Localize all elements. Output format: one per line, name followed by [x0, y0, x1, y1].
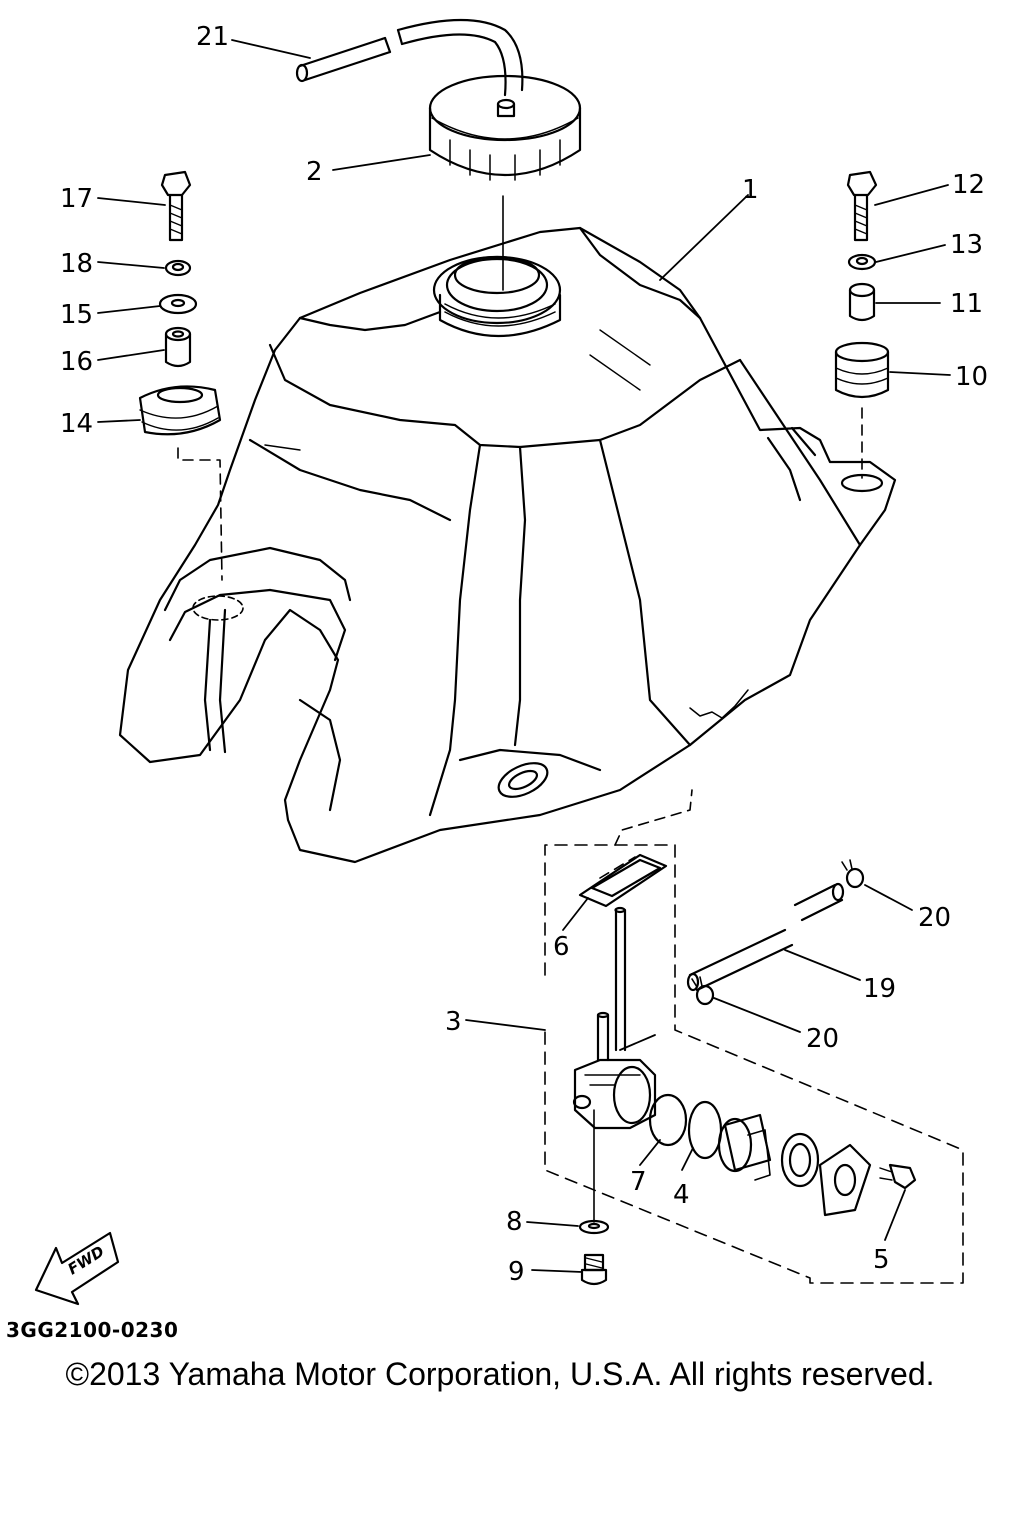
callout-1: 1 [742, 175, 759, 205]
washer-8 [578, 1219, 610, 1235]
callout-labels: 21 2 1 17 18 15 16 14 12 13 11 10 3 6 7 … [60, 22, 988, 1287]
callout-11: 11 [950, 289, 983, 319]
fwd-arrow-icon [34, 1231, 120, 1306]
fuel-cap [428, 74, 582, 291]
callout-13: 13 [950, 230, 983, 260]
clip-20-upper [841, 859, 865, 889]
bolt-12 [846, 170, 878, 242]
callout-9: 9 [508, 1257, 525, 1287]
callout-15: 15 [60, 300, 93, 330]
callout-19: 19 [863, 974, 896, 1004]
fuel-tank [118, 226, 897, 864]
screw-9 [580, 1253, 608, 1286]
clip-20-lower [691, 976, 715, 1006]
callout-12: 12 [952, 170, 985, 200]
breather-hose [295, 18, 524, 97]
callout-8: 8 [506, 1207, 523, 1237]
washer-13 [847, 253, 877, 271]
callout-20-upper: 20 [918, 903, 951, 933]
diagram-part-code: 3GG2100-0230 [6, 1318, 179, 1342]
bolt-17 [160, 170, 192, 242]
callout-3: 3 [445, 1007, 462, 1037]
collar-16 [164, 326, 192, 368]
fuel-cock-assembly [544, 789, 964, 1284]
collar-11 [848, 282, 876, 322]
callout-18: 18 [60, 249, 93, 279]
fuel-hose-19 [686, 882, 845, 992]
callout-20-lower: 20 [806, 1024, 839, 1054]
grommet-10 [834, 341, 890, 479]
leader-lines [97, 39, 951, 1273]
callout-21: 21 [196, 22, 229, 52]
callout-4: 4 [673, 1180, 690, 1210]
callout-10: 10 [955, 362, 988, 392]
callout-17: 17 [60, 184, 93, 214]
grommet-14 [138, 385, 223, 581]
exploded-parts-diagram: FWD 21 2 1 17 18 15 16 14 12 13 11 10 3 … [34, 18, 988, 1306]
callout-6: 6 [553, 932, 570, 962]
callout-7: 7 [630, 1167, 647, 1197]
callout-2: 2 [306, 157, 323, 187]
callout-14: 14 [60, 409, 93, 439]
callout-16: 16 [60, 347, 93, 377]
washer-18 [164, 259, 192, 277]
copyright-notice: ©2013 Yamaha Motor Corporation, U.S.A. A… [65, 1356, 935, 1392]
washer-15 [158, 293, 198, 315]
callout-5: 5 [873, 1245, 890, 1275]
